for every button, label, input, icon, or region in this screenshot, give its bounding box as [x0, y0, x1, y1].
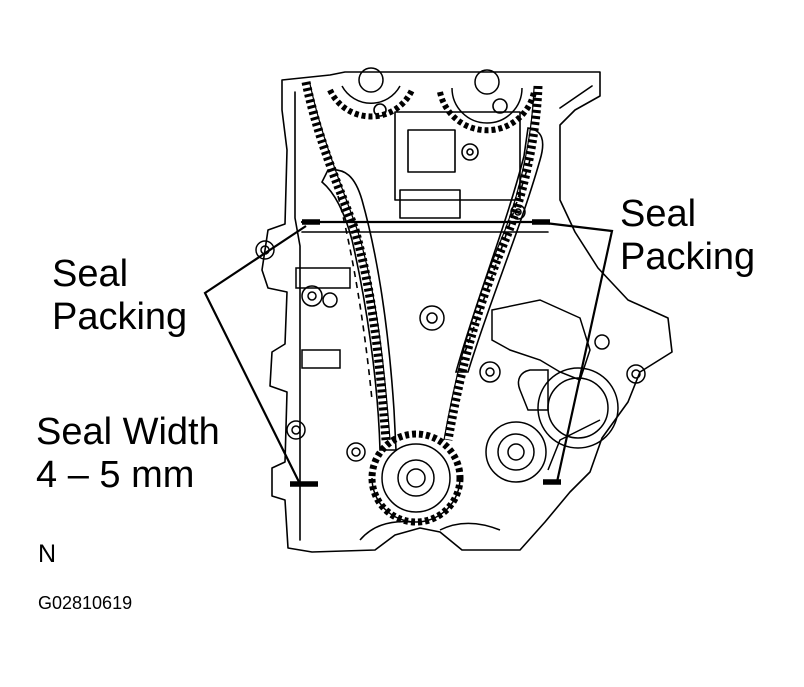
intake-cam-sprocket [327, 88, 415, 120]
seal-packing-left-line1: Seal [52, 253, 129, 295]
seal-width-line2: 4 – 5 mm [36, 453, 195, 496]
seal-width-line1: Seal Width [36, 411, 220, 453]
figure-code: G02810619 [38, 593, 133, 613]
leader-lines-right [544, 221, 614, 483]
seal-packing-label-left: Seal Packing [52, 253, 187, 338]
seal-packing-right-line2: Packing [620, 235, 756, 278]
north-indicator: N [38, 540, 57, 568]
seal-packing-right-line1: Seal [620, 193, 697, 235]
timing-chain [301, 81, 543, 441]
seal-width-label: Seal Width 4 – 5 mm [36, 411, 220, 496]
engine-block-outline [261, 71, 673, 553]
leader-lines-left [203, 225, 307, 485]
exhaust-cam-sprocket [437, 91, 537, 134]
oil-pump-rotor [537, 367, 619, 449]
oil-pump-housing [491, 299, 591, 381]
tensioner-slipper [321, 168, 397, 451]
chain-damper [454, 127, 544, 373]
seal-packing-label-right: Seal Packing [620, 193, 755, 278]
seal-packing-left-line2: Packing [52, 295, 188, 338]
